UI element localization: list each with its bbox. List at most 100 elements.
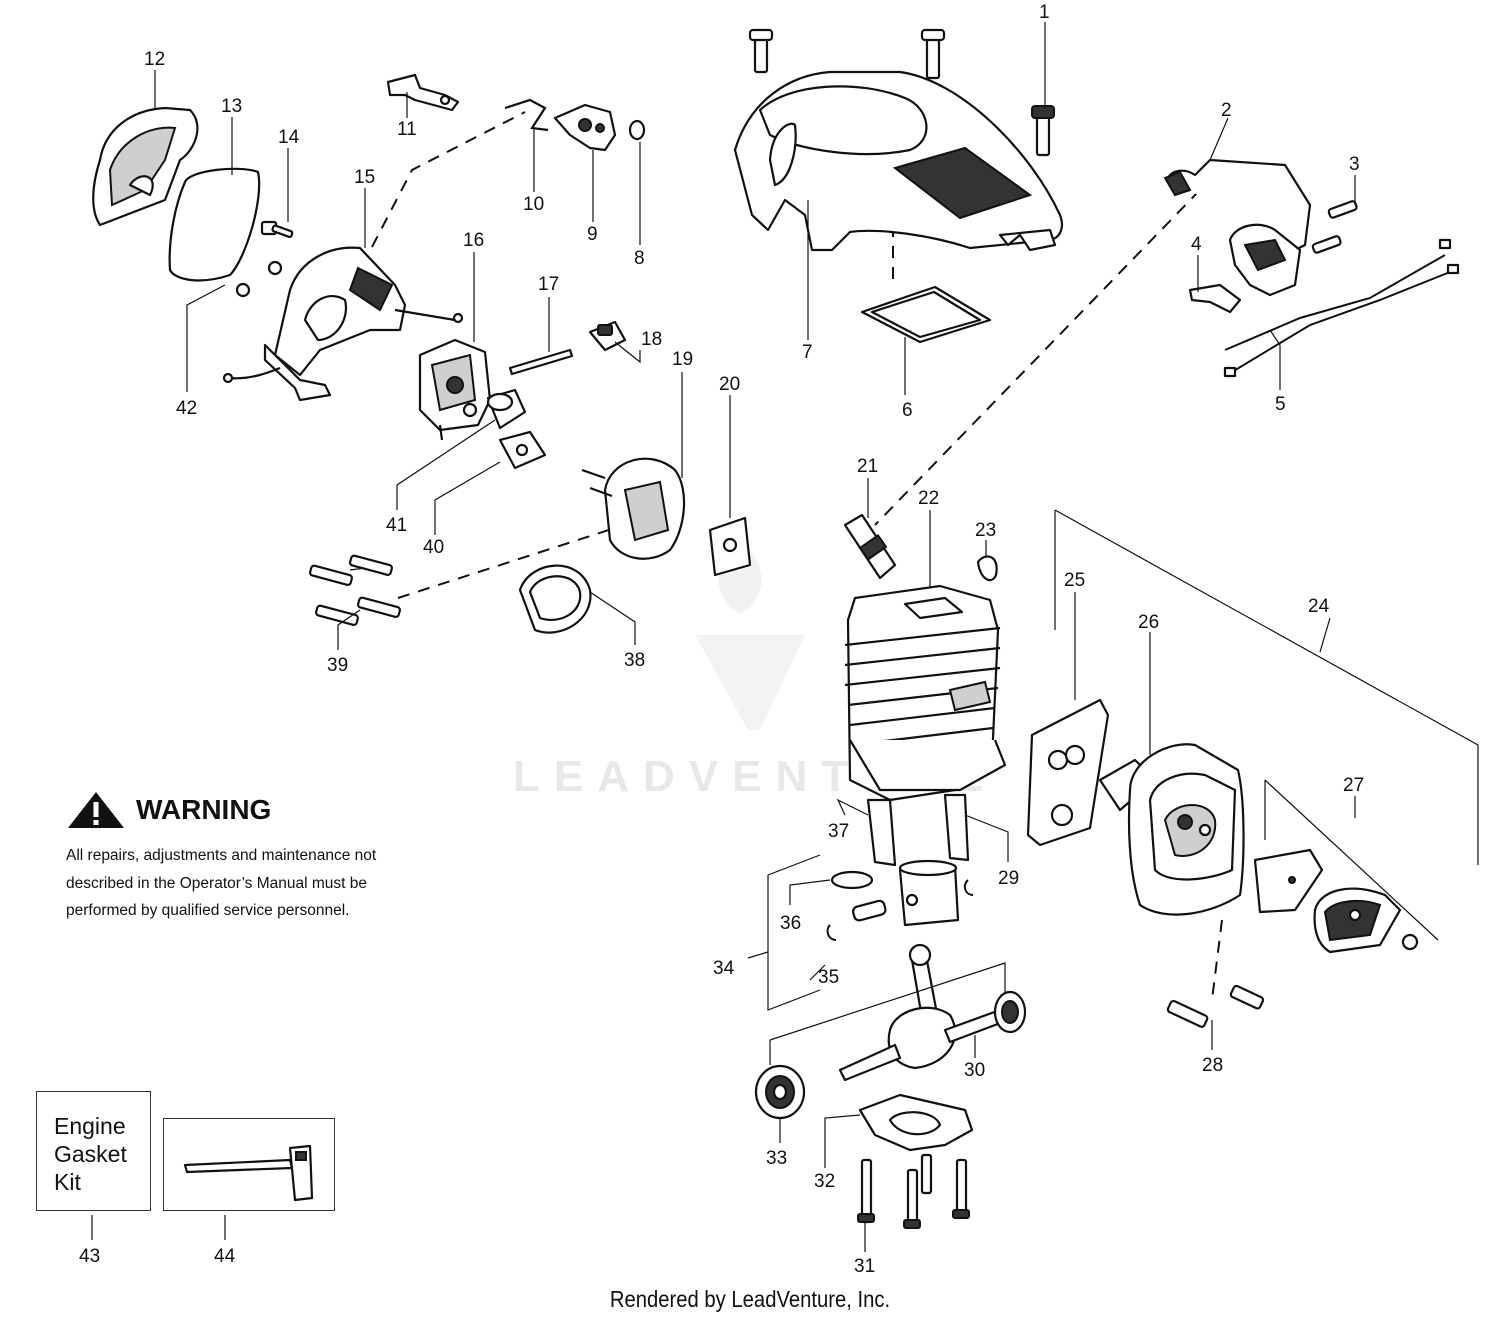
part-19-intake-manifold[interactable] bbox=[581, 457, 686, 560]
callout-22: 22 bbox=[918, 488, 939, 509]
callout-9: 9 bbox=[587, 224, 598, 245]
callout-34: 34 bbox=[713, 958, 735, 979]
part-11-choke-lever[interactable] bbox=[386, 73, 460, 112]
part-4-bracket[interactable] bbox=[1188, 283, 1242, 314]
part-32-crankcase-half[interactable] bbox=[858, 1093, 974, 1152]
callout-30: 30 bbox=[964, 1060, 985, 1081]
part-2-ignition-module[interactable] bbox=[1163, 158, 1312, 297]
part-10-spring[interactable] bbox=[504, 98, 549, 132]
warning-notice: WARNING All repairs, adjustments and mai… bbox=[66, 790, 426, 925]
callout-43: 43 bbox=[79, 1246, 100, 1267]
part-16-carburetor[interactable] bbox=[418, 338, 492, 441]
part-27-muffler-cover[interactable] bbox=[1313, 887, 1402, 954]
callout-18: 18 bbox=[641, 329, 662, 350]
piston-pin[interactable] bbox=[852, 899, 887, 922]
callout-12: 12 bbox=[144, 49, 165, 70]
part-28-bolts[interactable] bbox=[1166, 984, 1265, 1028]
part-42-nut[interactable] bbox=[235, 260, 283, 298]
leadventure-logo-icon bbox=[695, 540, 805, 730]
callout-38: 38 bbox=[624, 650, 645, 671]
part-38-intake-boot[interactable] bbox=[518, 564, 592, 634]
part-40-gasket[interactable] bbox=[498, 430, 547, 470]
part-26-muffler[interactable] bbox=[1098, 743, 1245, 916]
part-27-nut[interactable] bbox=[1401, 933, 1419, 951]
callout-2: 2 bbox=[1221, 100, 1232, 121]
callout-20: 20 bbox=[719, 374, 740, 395]
part-22-cylinder[interactable] bbox=[844, 584, 1007, 802]
footer-credit: Rendered by LeadVenture, Inc. bbox=[609, 1286, 891, 1312]
part-21-spark-plug[interactable] bbox=[843, 513, 897, 580]
part-20-gasket[interactable] bbox=[708, 516, 752, 577]
callout-24: 24 bbox=[1308, 596, 1330, 617]
warning-triangle-icon bbox=[68, 792, 124, 828]
part-37-guide[interactable] bbox=[866, 798, 897, 867]
callout-39: 39 bbox=[327, 655, 348, 676]
callout-7: 7 bbox=[802, 342, 813, 363]
callout-37: 37 bbox=[828, 821, 849, 842]
warning-title: WARNING bbox=[136, 794, 272, 825]
part-1-cover-screw[interactable] bbox=[748, 28, 1055, 157]
callout-23: 23 bbox=[975, 520, 996, 541]
callout-3: 3 bbox=[1349, 154, 1360, 175]
part-8-washer[interactable] bbox=[628, 119, 646, 141]
callout-1: 1 bbox=[1039, 2, 1050, 23]
callout-36: 36 bbox=[780, 913, 801, 934]
callout-33: 33 bbox=[766, 1148, 787, 1169]
kit-line: Engine bbox=[54, 1113, 126, 1139]
warning-line: All repairs, adjustments and maintenance… bbox=[66, 847, 377, 864]
callout-17: 17 bbox=[538, 274, 559, 295]
callout-26: 26 bbox=[1138, 612, 1159, 633]
warning-line: described in the Operator’s Manual must … bbox=[66, 874, 367, 892]
part-5-wire-harness[interactable] bbox=[1223, 238, 1460, 378]
callout-15: 15 bbox=[354, 167, 375, 188]
tool-kit-box bbox=[163, 1118, 335, 1211]
part-23-clip[interactable] bbox=[976, 555, 998, 582]
part-30-crankshaft[interactable] bbox=[838, 943, 1005, 1082]
kit-line: Gasket bbox=[54, 1141, 127, 1167]
part-31-bolts[interactable] bbox=[857, 1153, 970, 1229]
callout-5: 5 bbox=[1275, 394, 1286, 415]
callout-14: 14 bbox=[278, 127, 300, 148]
callout-27: 27 bbox=[1343, 775, 1364, 796]
part-17-pin[interactable] bbox=[508, 348, 574, 376]
callout-29: 29 bbox=[998, 868, 1019, 889]
part-25-muffler-gasket[interactable] bbox=[1026, 698, 1110, 847]
callout-labels: 1 2 3 4 5 6 7 8 9 10 11 12 13 14 15 16 1… bbox=[79, 2, 1364, 1277]
part-9-bracket[interactable] bbox=[553, 103, 617, 152]
spark-plug-wrench-icon bbox=[183, 1144, 314, 1202]
part-36-piston-ring[interactable] bbox=[830, 870, 874, 890]
part-3-screws[interactable] bbox=[1311, 200, 1358, 254]
part-6-filter-pad[interactable] bbox=[860, 285, 992, 344]
warning-body: All repairs, adjustments and maintenance… bbox=[66, 842, 426, 925]
callout-10: 10 bbox=[523, 194, 544, 215]
callout-13: 13 bbox=[221, 96, 242, 117]
callout-32: 32 bbox=[814, 1171, 835, 1192]
part-29-guide[interactable] bbox=[943, 793, 970, 862]
part-12-air-filter-cover[interactable] bbox=[92, 106, 199, 227]
leader-lines bbox=[91, 22, 1479, 1252]
callout-42: 42 bbox=[176, 398, 197, 419]
warning-line: performed by qualified service personnel… bbox=[66, 902, 350, 919]
callout-11: 11 bbox=[397, 119, 417, 140]
part-41-spacer[interactable] bbox=[486, 388, 527, 430]
engine-gasket-kit-box: Engine Gasket Kit bbox=[36, 1091, 151, 1211]
callout-8: 8 bbox=[634, 248, 645, 269]
part-30-bearing[interactable] bbox=[993, 990, 1027, 1034]
part-39-bolts[interactable] bbox=[308, 554, 401, 626]
part-35-circlip[interactable] bbox=[826, 879, 974, 941]
callout-41: 41 bbox=[386, 515, 407, 536]
callout-28: 28 bbox=[1202, 1055, 1223, 1076]
part-33-bearing[interactable] bbox=[754, 1064, 806, 1120]
part-7-top-cover[interactable] bbox=[733, 70, 1064, 252]
callout-19: 19 bbox=[672, 349, 693, 370]
part-13-air-filter[interactable] bbox=[168, 167, 261, 282]
part-15-carb-housing[interactable] bbox=[222, 246, 464, 402]
piston[interactable] bbox=[898, 859, 960, 927]
callout-31: 31 bbox=[854, 1256, 875, 1277]
callout-40: 40 bbox=[423, 537, 444, 558]
callout-25: 25 bbox=[1064, 570, 1085, 591]
part-14-screw[interactable] bbox=[260, 220, 294, 239]
part-27-spark-screen[interactable] bbox=[1253, 848, 1324, 914]
kit-line: Kit bbox=[54, 1169, 81, 1195]
